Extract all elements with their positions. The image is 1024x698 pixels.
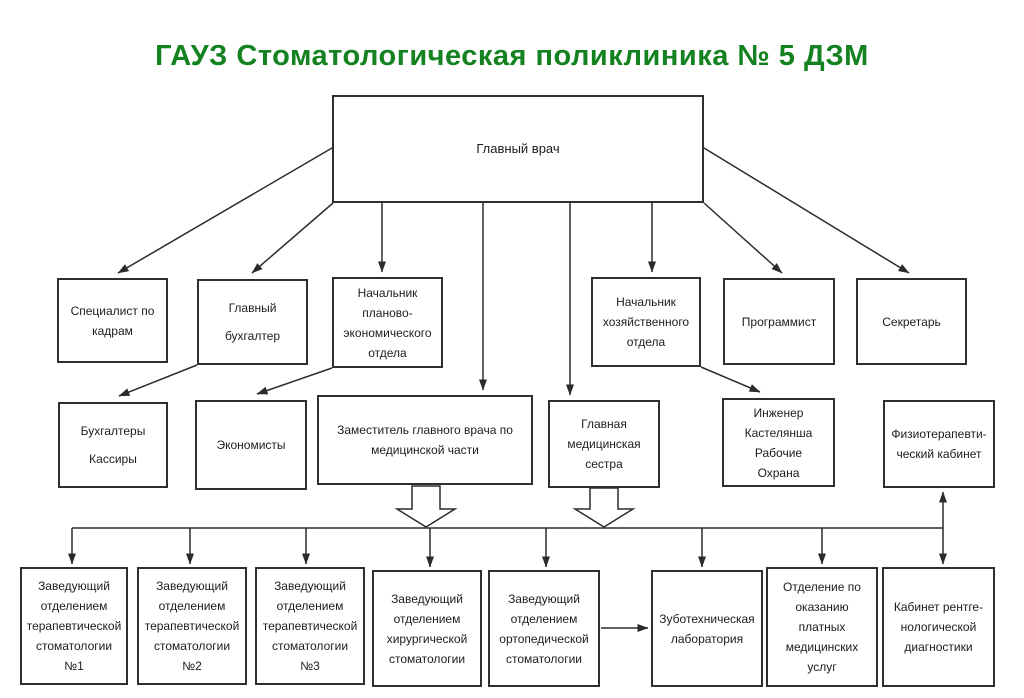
node-accountants-cashiers: Бухгалтеры Кассиры [58,402,168,488]
node-surgical-dept-label: Заведующий отделением хирургической стом… [386,591,468,666]
node-paid-services-dept: Отделение по оказанию платных медицински… [766,567,878,687]
edge-facilities-engineer [700,366,761,393]
node-surgical-dept: Заведующий отделением хирургической стом… [372,570,482,687]
block-arrow-nurse [572,487,636,528]
edge-chief-secretary [703,147,910,274]
node-engineer-group-label: Инженер Кастелянша Рабочие Охрана [744,405,813,480]
node-deputy-chief-medical-label: Заместитель главного врача по медицинско… [337,423,513,457]
node-secretary: Секретарь [856,278,967,365]
node-programmer-label: Программист [741,314,817,329]
node-facilities-dept-head: Начальник хозяйственного отдела [591,277,701,367]
node-therapeutic-dept-2-label: Заведующий отделением терапевтической ст… [144,579,240,673]
node-economists: Экономисты [195,400,307,490]
edge-chief-accountant [251,202,334,274]
node-facilities-dept-head-label: Начальник хозяйственного отдела [602,295,690,349]
node-therapeutic-dept-1-label: Заведующий отделением терапевтической ст… [26,579,122,673]
node-therapeutic-dept-3: Заведующий отделением терапевтической ст… [255,567,365,685]
node-planning-dept-head: Начальник планово- экономического отдела [332,277,443,368]
node-therapeutic-dept-1: Заведующий отделением терапевтической ст… [20,567,128,685]
node-head-nurse-label: Главная медицинская сестра [567,417,641,471]
edge-accountant-cashiers [118,364,198,397]
node-orthopedic-dept: Заведующий отделением ортопедической сто… [488,570,600,687]
node-engineer-group: Инженер Кастелянша Рабочие Охрана [722,398,835,487]
node-chief-label: Главный врач [476,141,560,156]
node-economists-label: Экономисты [216,438,286,452]
node-planning-dept-head-label: Начальник планово- экономического отдела [343,285,432,360]
node-programmer: Программист [723,278,835,365]
node-accountants-cashiers-label: Бухгалтеры Кассиры [80,424,146,466]
node-paid-services-dept-label: Отделение по оказанию платных медицински… [783,580,861,674]
node-physiotherapy-room-label: Физиотерапевти- ческий кабинет [891,427,987,461]
node-physiotherapy-room: Физиотерапевти- ческий кабинет [883,400,995,488]
node-chief-accountant-label: Главный бухгалтер [224,301,281,343]
node-xray-room: Кабинет рентге- нологической диагностики [882,567,995,687]
edge-chief-hr [117,147,333,274]
node-therapeutic-dept-3-label: Заведующий отделением терапевтической ст… [262,579,358,673]
node-xray-room-label: Кабинет рентге- нологической диагностики [893,600,984,654]
node-dental-lab-label: Зуботехническая лаборатория [659,611,755,646]
node-hr-specialist: Специалист по кадрам [57,278,168,363]
node-therapeutic-dept-2: Заведующий отделением терапевтической ст… [137,567,247,685]
node-chief-accountant: Главный бухгалтер [197,279,308,365]
node-deputy-chief-medical: Заместитель главного врача по медицинско… [317,395,533,485]
node-secretary-label: Секретарь [882,314,941,329]
edge-chief-programmer [703,202,783,274]
node-chief: Главный врач [332,95,704,203]
node-orthopedic-dept-label: Заведующий отделением ортопедической сто… [499,591,589,666]
node-hr-specialist-label: Специалист по кадрам [70,303,155,338]
page-title: ГАУЗ Стоматологическая поликлиника № 5 Д… [155,40,869,72]
edge-planning-economists [256,367,333,395]
node-head-nurse: Главная медицинская сестра [548,400,660,488]
node-dental-lab: Зуботехническая лаборатория [651,570,763,687]
block-arrow-deputy [394,485,458,528]
